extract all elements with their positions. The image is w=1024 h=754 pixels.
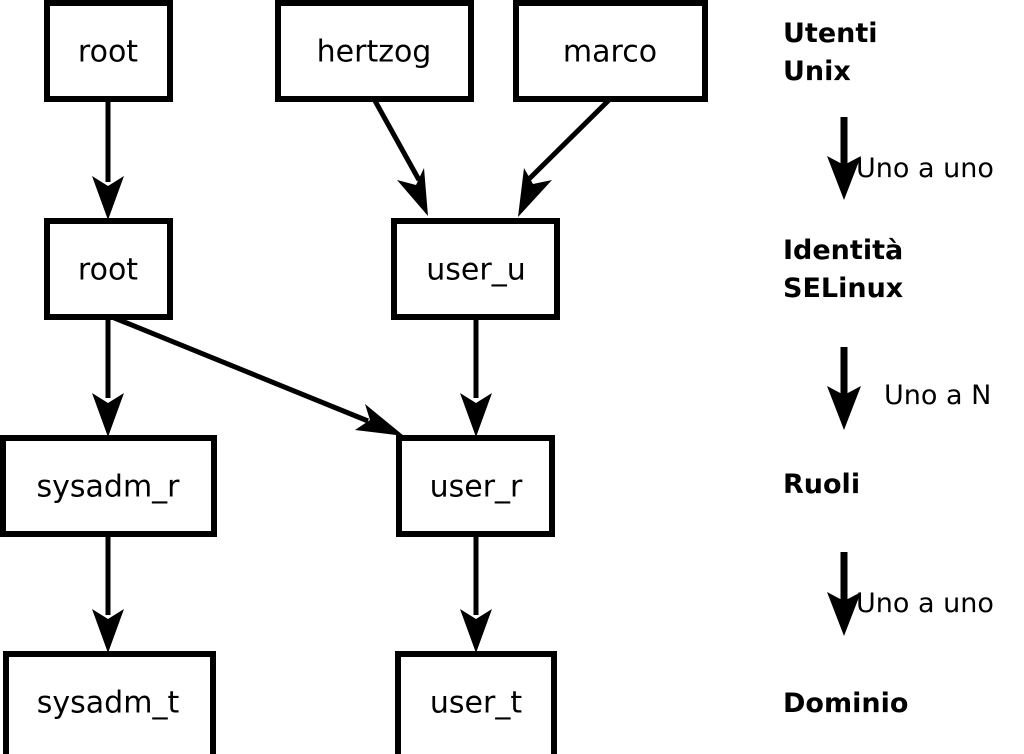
legend-layer-line2: SELinux: [783, 273, 903, 304]
legend-relation-role-to-domain: Uno a uno: [827, 552, 994, 636]
node-label: user_u: [426, 253, 525, 288]
node-identity-user-u[interactable]: user_u: [391, 218, 560, 320]
node-label: root: [78, 253, 138, 288]
node-unix-root[interactable]: root: [44, 0, 173, 102]
edge-hertzog-to-user-u: [371, 97, 428, 216]
legend-relation-label: Uno a uno: [856, 588, 994, 619]
edge-marco-to-user-u: [518, 97, 612, 217]
legend-layer-unix-user: Utenti Unix: [783, 18, 878, 87]
legend-relation-identity-to-role: Uno a N: [827, 347, 991, 430]
edge-user-r-to-user-t: [460, 534, 492, 653]
edge-sysadm-r-to-sysadm-t: [92, 534, 124, 653]
node-label: sysadm_r: [37, 470, 181, 505]
legend-layer-selinux-identity: Identità SELinux: [783, 235, 903, 304]
node-label: user_t: [430, 686, 522, 721]
legend-layer-domain: Dominio: [783, 688, 908, 719]
node-unix-marco[interactable]: marco: [513, 0, 708, 102]
legend-column: Utenti Unix Uno a uno Identità SELinux U…: [783, 18, 994, 719]
legend-arrow-down-icon: [827, 156, 861, 200]
legend-layer-role: Ruoli: [783, 469, 860, 500]
legend-relation-label: Uno a uno: [856, 153, 994, 184]
node-role-sysadm-r[interactable]: sysadm_r: [0, 435, 217, 537]
node-role-user-r[interactable]: user_r: [396, 435, 555, 537]
legend-layer-line1: Identità: [783, 235, 903, 266]
legend-arrow-down-icon: [827, 386, 861, 430]
legend-relation-label: Uno a N: [884, 380, 991, 411]
node-identity-root[interactable]: root: [44, 218, 173, 320]
legend-layer-line1: Dominio: [783, 688, 908, 719]
edge-layer: [92, 97, 612, 653]
legend-layer-line1: Ruoli: [783, 469, 860, 500]
node-domain-user-t[interactable]: user_t: [395, 651, 557, 754]
node-label: sysadm_t: [37, 686, 180, 721]
legend-relation-unix-to-identity: Uno a uno: [827, 117, 994, 200]
node-label: hertzog: [317, 35, 432, 70]
node-label: user_r: [430, 470, 523, 505]
legend-arrow-down-icon: [827, 592, 861, 636]
legend-layer-line1: Utenti: [783, 18, 878, 49]
node-label: root: [78, 35, 138, 70]
node-label: marco: [563, 35, 657, 70]
node-domain-sysadm-t[interactable]: sysadm_t: [3, 651, 216, 754]
edge-unix-root-to-identity-root: [92, 99, 124, 220]
edge-user-u-to-user-r: [460, 317, 492, 437]
edge-identity-root-to-user-r: [111, 314, 404, 436]
edge-identity-root-to-sysadm-r: [92, 317, 124, 437]
node-unix-hertzog[interactable]: hertzog: [275, 0, 474, 102]
legend-layer-line2: Unix: [783, 56, 851, 87]
